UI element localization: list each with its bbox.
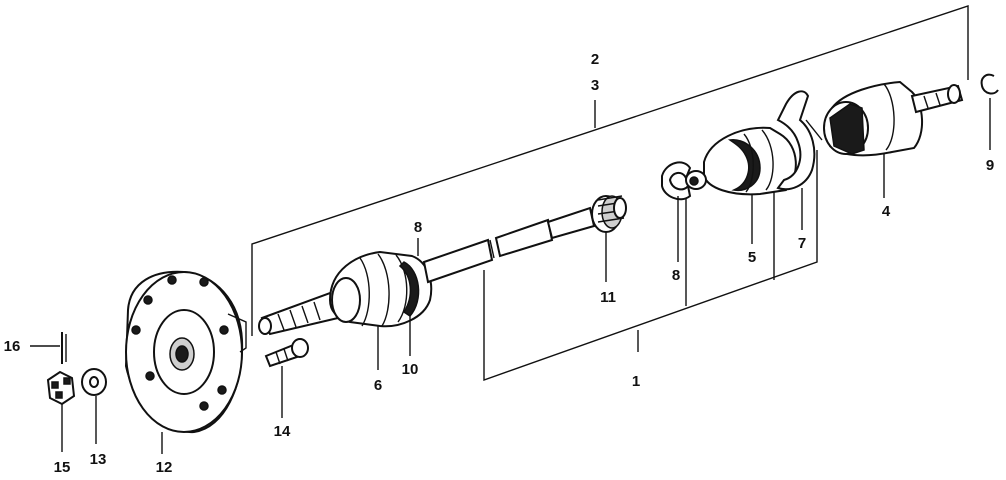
callout-8-right: 8 bbox=[672, 267, 680, 284]
assembly-bracket-2-3 bbox=[251, 5, 969, 336]
cotter-pin bbox=[61, 332, 67, 364]
callout-15: 15 bbox=[54, 459, 71, 476]
middle-shaft bbox=[422, 206, 596, 284]
outer-cv-boot bbox=[328, 250, 433, 328]
callout-2: 2 bbox=[591, 51, 599, 68]
callout-8-left: 8 bbox=[414, 219, 422, 236]
washer bbox=[81, 368, 107, 396]
callout-labels: 1 2 3 4 5 6 7 8 8 9 10 11 12 13 14 15 16 bbox=[4, 51, 995, 476]
callout-9: 9 bbox=[986, 157, 994, 174]
boot-band bbox=[776, 90, 823, 191]
callout-16: 16 bbox=[4, 338, 21, 355]
callout-11: 11 bbox=[600, 289, 616, 306]
callout-6: 6 bbox=[374, 377, 382, 394]
wheel-stud bbox=[264, 338, 309, 368]
callout-12: 12 bbox=[156, 459, 173, 476]
inner-cv-joint bbox=[685, 126, 797, 196]
callout-13: 13 bbox=[90, 451, 107, 468]
callout-4: 4 bbox=[882, 203, 891, 220]
callout-1: 1 bbox=[632, 373, 640, 390]
callout-14: 14 bbox=[274, 423, 291, 440]
callout-10: 10 bbox=[402, 361, 419, 378]
leader-lines bbox=[30, 98, 991, 454]
wheel-hub bbox=[124, 270, 247, 434]
spline-gear bbox=[591, 195, 627, 233]
inner-spline-shaft bbox=[258, 291, 340, 336]
cv-housing bbox=[823, 80, 964, 157]
callout-5: 5 bbox=[748, 249, 756, 266]
callout-7: 7 bbox=[798, 235, 806, 252]
castle-nut bbox=[46, 370, 76, 406]
circlip bbox=[980, 73, 999, 95]
callout-3: 3 bbox=[591, 77, 599, 94]
